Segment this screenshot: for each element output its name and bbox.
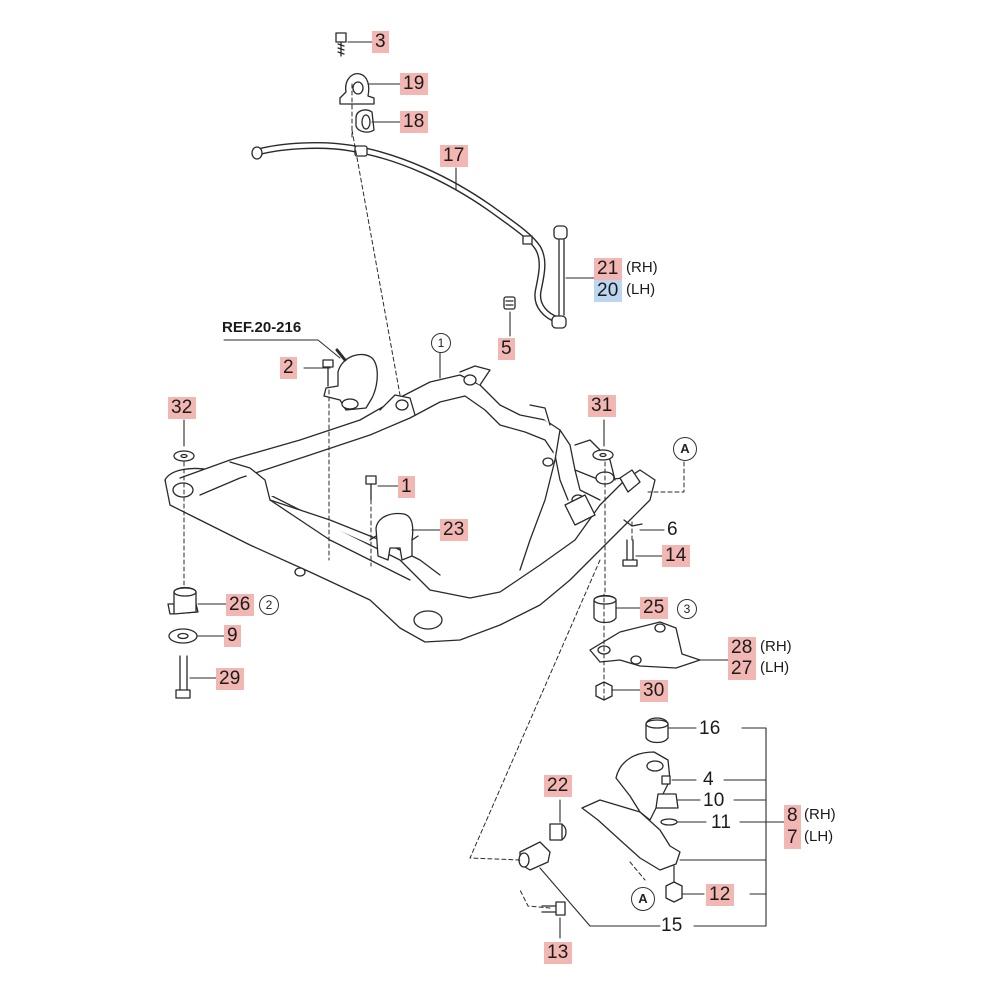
part-label-30[interactable]: 30 xyxy=(640,680,668,702)
part-label-28[interactable]: 28 xyxy=(728,637,756,659)
part-label-3[interactable]: 3 xyxy=(372,31,389,53)
part-label-23[interactable]: 23 xyxy=(440,519,468,541)
bolt-3 xyxy=(335,32,347,57)
bolt-1 xyxy=(365,475,377,501)
part-label-8[interactable]: 8 xyxy=(784,805,801,827)
part-label-20[interactable]: 20 xyxy=(594,280,622,302)
part-label-7-side: (LH) xyxy=(804,828,834,845)
part-4 xyxy=(661,775,671,785)
part-label-27-side: (LH) xyxy=(760,659,790,676)
circled-callout-1: 1 xyxy=(431,333,451,353)
part-label-1[interactable]: 1 xyxy=(398,476,415,498)
part-10 xyxy=(655,793,679,809)
part-label-5[interactable]: 5 xyxy=(498,338,515,360)
part-11 xyxy=(660,818,678,826)
bushing-25 xyxy=(593,594,617,624)
part-label-8-side: (RH) xyxy=(804,806,836,823)
bolt-2 xyxy=(322,359,334,387)
engine-mount-ref xyxy=(323,353,378,411)
dust-cover-16 xyxy=(645,717,669,744)
part-label-25[interactable]: 25 xyxy=(640,597,668,619)
nut-12 xyxy=(665,881,683,903)
bracket-19 xyxy=(339,73,375,105)
stabilizer-bar xyxy=(251,142,562,324)
part-label-18[interactable]: 18 xyxy=(400,111,428,133)
part-label-6[interactable]: 6 xyxy=(667,519,678,540)
circled-callout-2: 2 xyxy=(259,595,279,615)
washer-9 xyxy=(168,628,198,644)
part-label-21[interactable]: 21 xyxy=(594,258,622,280)
part-label-29[interactable]: 29 xyxy=(216,668,244,690)
lower-control-arm xyxy=(581,751,681,871)
part-label-20-side: (LH) xyxy=(626,281,656,298)
part-label-19[interactable]: 19 xyxy=(400,73,428,95)
part-label-7[interactable]: 7 xyxy=(784,827,801,849)
nut-5 xyxy=(503,296,516,310)
washer-32 xyxy=(173,450,195,462)
connector-marker-a-lower: A xyxy=(631,887,655,911)
part-label-28-side: (RH) xyxy=(760,638,792,655)
part-label-22[interactable]: 22 xyxy=(544,775,572,797)
part-label-10[interactable]: 10 xyxy=(703,790,725,811)
part-label-4[interactable]: 4 xyxy=(703,769,714,790)
part-label-14[interactable]: 14 xyxy=(662,545,690,567)
ref-label: REF.20-216 xyxy=(222,319,302,336)
part-label-2[interactable]: 2 xyxy=(280,357,297,379)
part-label-21-side: (RH) xyxy=(626,259,658,276)
bushing-22 xyxy=(549,823,567,841)
part-label-11[interactable]: 11 xyxy=(711,812,732,833)
bushing-26 xyxy=(167,586,199,615)
bolt-29 xyxy=(175,655,191,699)
part-label-27[interactable]: 27 xyxy=(728,658,756,680)
washer-31 xyxy=(592,449,614,461)
bushing-18 xyxy=(355,109,375,133)
bolt-14 xyxy=(622,539,638,567)
part-label-9[interactable]: 9 xyxy=(224,625,241,647)
part-label-16[interactable]: 16 xyxy=(699,718,721,739)
crossmember-frame xyxy=(164,365,656,643)
part-label-32[interactable]: 32 xyxy=(168,397,196,419)
bolt-13 xyxy=(541,901,566,916)
connector-marker-a-upper: A xyxy=(673,437,697,461)
bracket-28-27 xyxy=(589,621,701,669)
stabilizer-link xyxy=(551,225,568,329)
part-label-12[interactable]: 12 xyxy=(706,884,734,906)
part-label-13[interactable]: 13 xyxy=(544,942,572,964)
part-label-31[interactable]: 31 xyxy=(588,395,616,417)
part-label-17[interactable]: 17 xyxy=(440,145,468,167)
part-label-26[interactable]: 26 xyxy=(226,594,254,616)
circled-callout-3: 3 xyxy=(677,599,697,619)
bushing-15 xyxy=(518,841,551,871)
part-label-15[interactable]: 15 xyxy=(661,915,683,936)
